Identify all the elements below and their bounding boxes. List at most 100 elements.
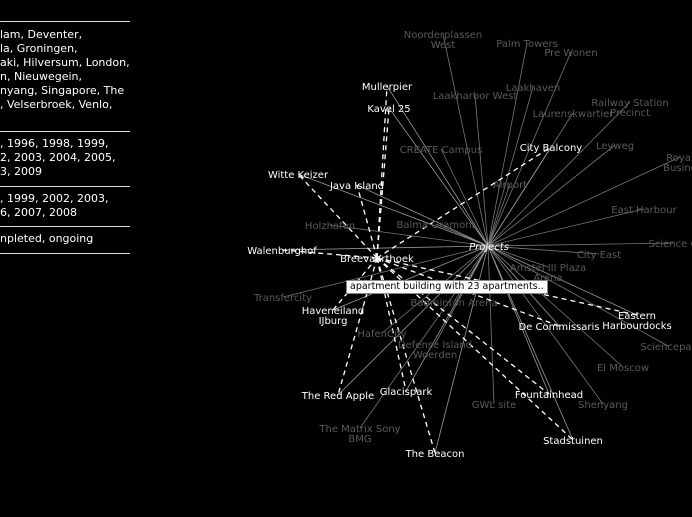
- filter-value[interactable]: 6, 2007, 2008: [0, 206, 77, 219]
- graph-node[interactable]: Science C: [649, 239, 692, 250]
- hub-edge: [386, 85, 489, 247]
- graph-node[interactable]: HafenCity: [357, 329, 406, 340]
- hub-edge: [487, 245, 638, 316]
- graph-node[interactable]: Laurenskwartier: [533, 109, 615, 120]
- relation-edge: [281, 249, 378, 259]
- hub-edge: [405, 245, 489, 392]
- hub-edge: [487, 245, 550, 395]
- graph-node[interactable]: Balma Gramont: [397, 220, 476, 231]
- graph-node[interactable]: Transfercity: [253, 293, 312, 304]
- hub-edge: [356, 184, 489, 247]
- graph-node[interactable]: Airport: [493, 180, 527, 191]
- graph-node[interactable]: Glacispark: [380, 387, 433, 398]
- hub-edge: [337, 245, 489, 396]
- graph-node[interactable]: The Red Apple: [301, 391, 374, 402]
- graph-node[interactable]: Laakhaven: [506, 83, 561, 94]
- graph-node[interactable]: Fountainhead: [515, 390, 583, 401]
- hub-edge: [487, 245, 549, 268]
- graph-node[interactable]: RoyalBusine: [663, 153, 692, 174]
- filter-value[interactable]: , Velserbroek, Venlo,: [0, 98, 113, 111]
- divider: [0, 186, 130, 187]
- relation-edge: [337, 257, 378, 396]
- hub-edge: [487, 245, 604, 405]
- graph-node[interactable]: Pre Wonen: [544, 48, 597, 59]
- hub-edge: [487, 245, 624, 368]
- filter-value[interactable]: la, Groningen,: [0, 42, 78, 55]
- filter-value[interactable]: nyang, Singapore, The: [0, 84, 125, 97]
- relation-edge: [297, 173, 378, 259]
- graph-node[interactable]: Kavel 25: [367, 104, 410, 115]
- hub-edge: [487, 208, 645, 247]
- relation-edge: [376, 107, 390, 259]
- graph-node[interactable]: Breevaarthoek: [340, 254, 414, 265]
- graph-node[interactable]: Shenyang: [578, 400, 628, 411]
- graph-node[interactable]: City Balcony: [520, 143, 582, 154]
- graph-node[interactable]: City East: [577, 250, 621, 261]
- hub-edge: [487, 86, 534, 247]
- graph-node[interactable]: El Moscow: [597, 363, 649, 374]
- hub-edge: [332, 245, 489, 311]
- hub-edge: [487, 245, 574, 441]
- graph-node[interactable]: Witte Keizer: [268, 170, 329, 181]
- hub-edge: [487, 144, 616, 247]
- hub-edge: [487, 245, 600, 255]
- divider: [0, 21, 130, 22]
- filter-value[interactable]: 3, 2009: [0, 165, 42, 178]
- filter-value[interactable]: n, Nieuwegein,: [0, 70, 83, 83]
- hub-edge: [487, 183, 511, 247]
- hub-edge: [487, 51, 572, 247]
- graph-node[interactable]: Badminton Arena: [410, 298, 497, 309]
- relation-edge: [376, 257, 436, 454]
- graph-node[interactable]: Stadstuinen: [543, 436, 603, 447]
- hub-edge: [487, 156, 681, 247]
- filter-value[interactable]: , 1999, 2002, 2003,: [0, 192, 109, 205]
- graph-node[interactable]: Leyweg: [596, 141, 634, 152]
- hub-edge: [329, 224, 489, 247]
- hub-edge: [281, 245, 489, 251]
- filter-value[interactable]: lam, Deventer,: [0, 28, 83, 41]
- graph-node[interactable]: GWL site: [472, 400, 516, 411]
- hub-edge: [442, 33, 489, 247]
- filter-value[interactable]: npleted, ongoing: [0, 232, 94, 245]
- graph-node[interactable]: East Harbour: [611, 205, 677, 216]
- hub-edge: [487, 242, 674, 247]
- hub-edge: [487, 245, 669, 347]
- graph-node[interactable]: Walenburghof: [247, 246, 317, 257]
- relation-edge: [332, 257, 378, 311]
- divider: [0, 253, 130, 254]
- graph-node[interactable]: De Commissaris: [518, 322, 599, 333]
- graph-node[interactable]: CREATE Campus: [400, 145, 483, 156]
- divider: [0, 226, 130, 227]
- hub-edge: [487, 42, 528, 247]
- graph-node[interactable]: Palm Towers: [496, 39, 558, 50]
- filter-value[interactable]: , 1996, 1998, 1999,: [0, 137, 109, 150]
- graph-node[interactable]: Projects: [469, 242, 509, 253]
- hub-edge: [487, 101, 631, 247]
- hub-edge: [297, 173, 489, 247]
- graph-node[interactable]: Mullerpier: [362, 82, 413, 93]
- graph-node[interactable]: Laakharbor West: [433, 91, 518, 102]
- hub-edge: [487, 245, 495, 405]
- hub-edge: [282, 245, 489, 298]
- relation-edge: [356, 184, 378, 259]
- hub-edge: [487, 146, 552, 247]
- graph-node[interactable]: The Beacon: [405, 449, 465, 460]
- graph-node[interactable]: Java Island: [329, 181, 384, 192]
- graph-node[interactable]: Sciencepar: [640, 342, 692, 353]
- hub-edge: [474, 94, 489, 247]
- filter-value[interactable]: aki, Hilversum, London,: [0, 56, 130, 69]
- graph-node[interactable]: Holzhafen: [305, 221, 355, 232]
- hub-edge: [440, 148, 489, 247]
- hub-edge: [359, 245, 489, 429]
- filter-value[interactable]: 2, 2003, 2004, 2005,: [0, 151, 116, 164]
- relation-edge: [376, 146, 552, 259]
- divider: [0, 131, 130, 132]
